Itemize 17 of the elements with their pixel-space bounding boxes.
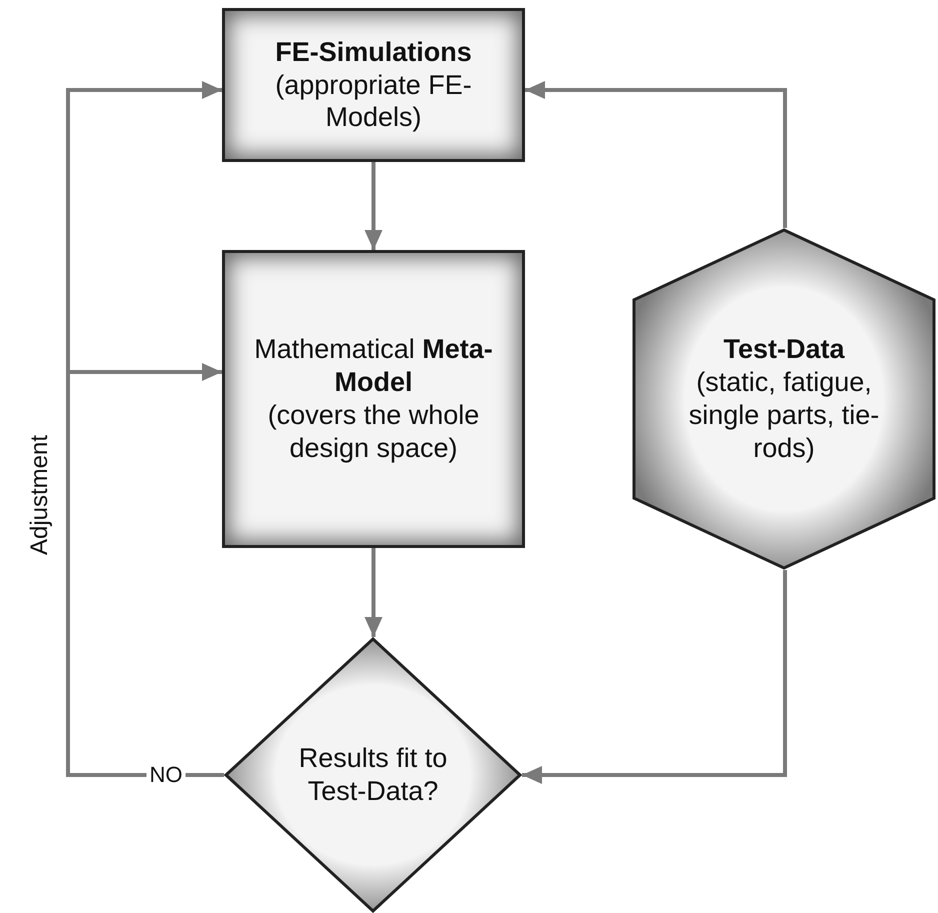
data-hexagon — [632, 228, 936, 570]
arrow — [522, 570, 787, 784]
arrow — [525, 81, 787, 228]
loop-label: Adjustment — [26, 434, 54, 556]
process-box — [222, 250, 525, 548]
node-text: (appropriate FE-Models) — [274, 68, 473, 134]
arrow — [364, 548, 382, 637]
node-text: (covers the whole design space) — [266, 399, 480, 465]
arrow — [364, 162, 382, 250]
node-text: Results fit to Test-Data? — [298, 742, 448, 808]
decision-diamond — [224, 637, 522, 913]
node-text: (static, fatigue, single parts, tie-rods) — [688, 366, 880, 465]
node-heading: Test-Data — [723, 333, 845, 366]
node-heading: FE-Simulations — [275, 36, 472, 69]
arrow — [66, 363, 224, 777]
process-box — [222, 8, 525, 162]
node-heading: Mathematical Meta-Model — [253, 333, 494, 399]
